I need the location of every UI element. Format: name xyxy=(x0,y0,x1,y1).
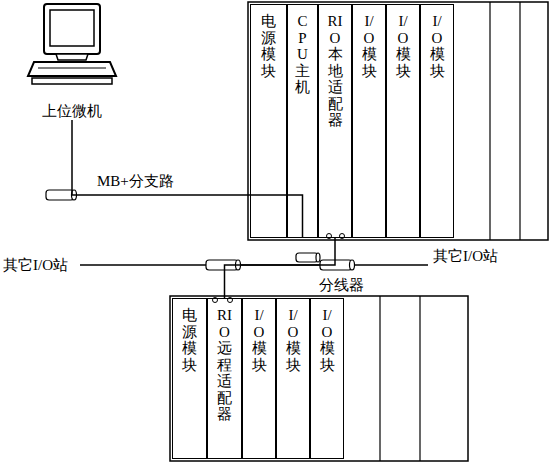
computer-label: 上位微机 xyxy=(26,102,118,120)
module-label: I/O模块 xyxy=(286,307,301,373)
module-label: RIO远程适配器 xyxy=(217,307,232,423)
rack-frame xyxy=(248,2,548,240)
module-box: I/O模块 xyxy=(242,298,276,459)
station-label: 其它I/O站 xyxy=(432,247,499,265)
module-box: I/O模块 xyxy=(276,298,310,459)
module-box: RIO本地适配器 xyxy=(318,4,352,238)
module-box: 电源模块 xyxy=(172,298,207,459)
module-box: 电源模块 xyxy=(250,4,287,238)
empty-slot xyxy=(419,296,420,461)
empty-slot xyxy=(379,296,380,461)
module-box: I/O模块 xyxy=(386,4,420,238)
cable xyxy=(72,120,303,238)
splitter-label: 分线器 xyxy=(318,276,365,294)
module-box: RIO远程适配器 xyxy=(207,298,242,459)
module-box: CPU主机 xyxy=(287,4,318,238)
module-label: CPU主机 xyxy=(295,13,310,96)
module-label: I/O模块 xyxy=(320,307,335,373)
module-label: 电源模块 xyxy=(182,307,197,373)
module-label: I/O模块 xyxy=(430,13,445,79)
module-label: RIO本地适配器 xyxy=(328,13,343,129)
empty-slot xyxy=(489,2,490,240)
module-box: I/O模块 xyxy=(420,4,454,238)
module-label: 电源模块 xyxy=(261,13,276,79)
station-label: 其它I/O站 xyxy=(2,256,69,274)
edge-label: MB+分支路 xyxy=(96,172,175,190)
module-label: I/O模块 xyxy=(396,13,411,79)
splitter xyxy=(46,190,355,270)
rack-frame xyxy=(170,296,468,461)
module-label: I/O模块 xyxy=(362,13,377,79)
computer-icon xyxy=(26,0,118,96)
empty-slot xyxy=(519,2,520,240)
module-box: I/O模块 xyxy=(352,4,386,238)
module-label: I/O模块 xyxy=(252,307,267,373)
module-box: I/O模块 xyxy=(310,298,344,459)
computer-node: 上位微机 xyxy=(26,0,118,120)
